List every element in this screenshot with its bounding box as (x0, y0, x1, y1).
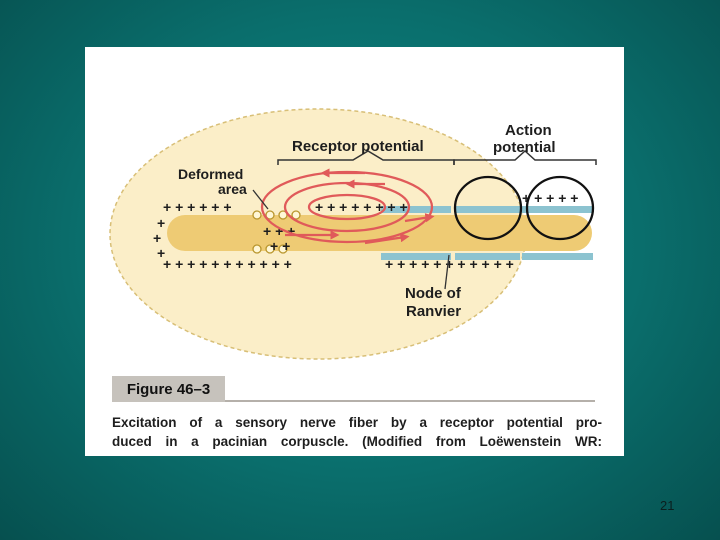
deformed-area-membrane (252, 210, 301, 254)
svg-text:+: + (157, 245, 165, 261)
svg-text:+ + + + + +: + + + + + + (163, 199, 232, 215)
svg-text:+: + (157, 215, 165, 231)
svg-text:+ + + + +: + + + + + (522, 190, 578, 206)
action-potential-label-2: potential (493, 139, 556, 156)
svg-text:+ + + + + + + + + + +: + + + + + + + + + + + (385, 256, 514, 272)
action-potential-loops (453, 175, 595, 241)
pacinian-corpuscle-diagram: + + + + + + + + + + + + + + + + + + + + … (109, 108, 597, 360)
node-of-ranvier-label-2: Ranvier (406, 303, 461, 320)
figure-divider (225, 400, 595, 402)
caption-line-2: duced in a pacinian corpuscle. (Modified… (112, 434, 602, 449)
deformed-area-pointer (252, 189, 269, 210)
nerve-fiber (167, 215, 592, 251)
deformed-area-label-1: Deformed (178, 166, 243, 182)
node-of-ranvier-label-1: Node of (405, 285, 462, 302)
svg-text:+ + + + + + + + + + +: + + + + + + + + + + + (163, 256, 292, 272)
receptor-potential-label: Receptor potential (292, 138, 424, 155)
myelin-sheath (381, 206, 593, 260)
figure-panel: + + + + + + + + + + + + + + + + + + + + … (85, 47, 624, 456)
svg-text:+ +: + + (270, 238, 290, 254)
svg-text:+ + + + + + + +: + + + + + + + + (315, 199, 408, 215)
action-potential-bracket (453, 149, 597, 165)
action-potential-label-1: Action (505, 122, 552, 139)
deformed-area-label-2: area (218, 181, 247, 197)
membrane-charges: + + + + + + + + + + + + + + + + + + + + … (153, 190, 578, 272)
node-pointer (444, 254, 450, 290)
receptor-current-loops (260, 168, 435, 245)
caption-line-1: Excitation of a sensory nerve fiber by a… (112, 415, 602, 430)
figure-caption: Excitation of a sensory nerve fiber by a… (112, 413, 602, 451)
svg-text:+: + (153, 230, 161, 246)
figure-label: Figure 46–3 (112, 376, 225, 402)
svg-text:+ + +: + + + (263, 223, 295, 239)
slide-page-number: 21 (660, 498, 675, 513)
